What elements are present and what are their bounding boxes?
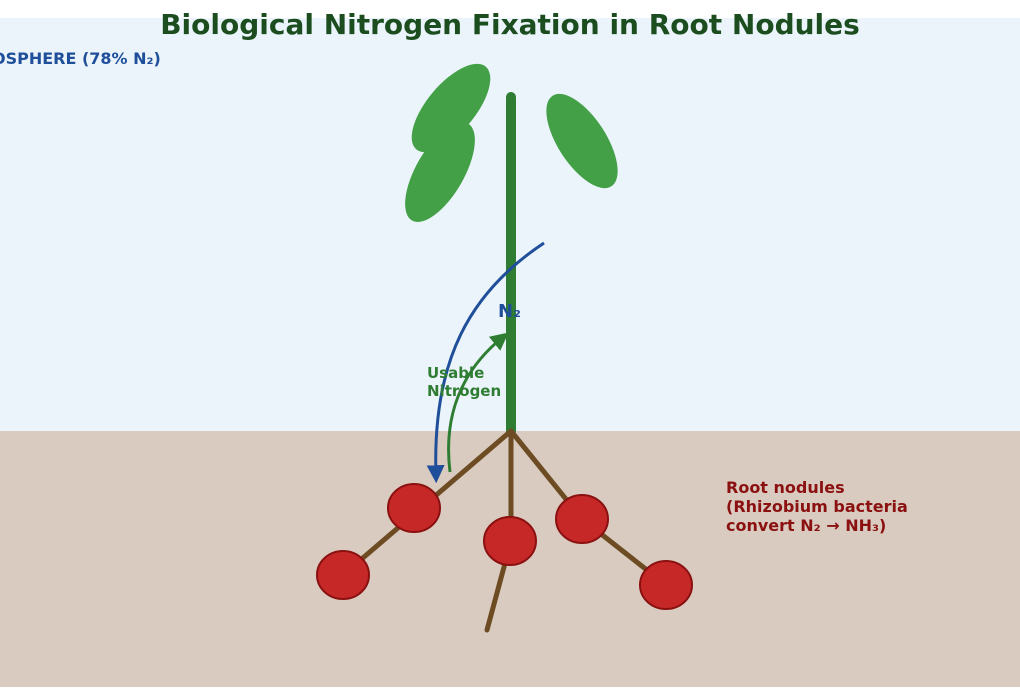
usable-nitrogen-arrow [447, 332, 509, 473]
n2-label: N₂ [498, 301, 521, 322]
atmosphere-label: ATMOSPHERE (78% N₂) [0, 49, 161, 68]
diagram-title: Biological Nitrogen Fixation in Root Nod… [160, 8, 860, 41]
leaf-lower-left [405, 122, 475, 222]
root-nodules-label: Root nodules (Rhizobium bacteria convert… [726, 478, 908, 535]
n2-intake-arrow [426, 241, 545, 484]
nodule-1 [387, 483, 441, 533]
usable-nitrogen-label: Usable Nitrogen [427, 364, 501, 400]
leaf-upper-left [411, 63, 491, 153]
nodule-2 [316, 550, 370, 600]
usable-nitrogen-line-1: Usable [427, 364, 485, 382]
nodule-label-line-2: (Rhizobium bacteria [726, 497, 908, 516]
root-nodules [316, 483, 693, 610]
nodule-5 [639, 560, 693, 610]
nodule-label-line-3: convert N₂ → NH₃) [726, 516, 887, 535]
nodule-4 [555, 494, 609, 544]
nodule-label-line-1: Root nodules [726, 478, 845, 497]
leaf-right [546, 93, 618, 189]
nodule-3 [483, 516, 537, 566]
usable-nitrogen-line-2: Nitrogen [427, 382, 502, 400]
